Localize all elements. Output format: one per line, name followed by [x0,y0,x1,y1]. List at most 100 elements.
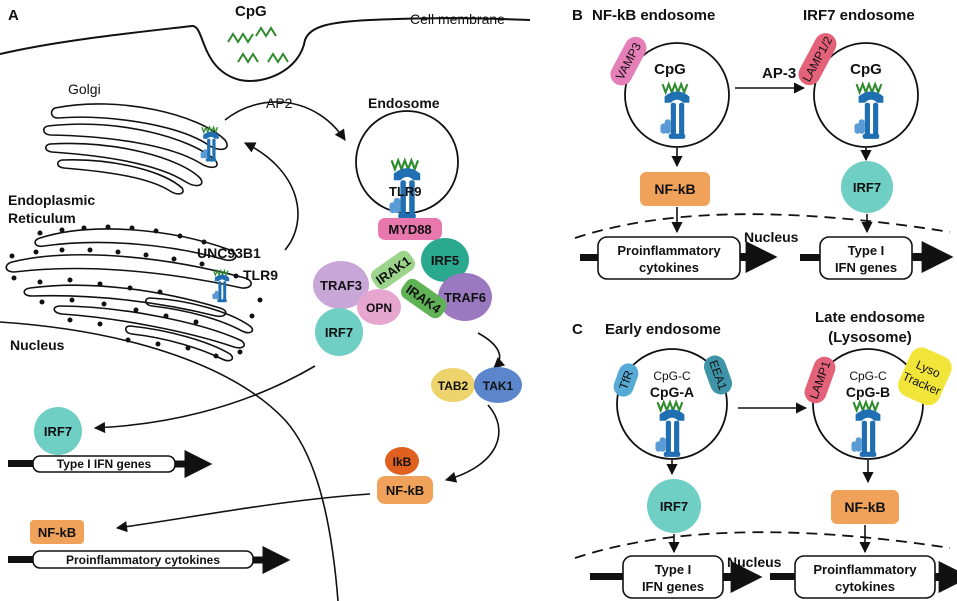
nfkb-box [377,476,433,504]
c-irf7-label: IRF7 [660,499,688,514]
opn-label: OPN [366,301,392,315]
cpg-label: CpG [235,3,267,20]
early-endosome [616,348,728,460]
unc93b1-label: UNC93B1 [197,245,261,261]
irf7-out-label: IRF7 [44,424,72,439]
cpgc-left-label: CpG-C [653,369,691,383]
nfkb-endosome [624,42,730,148]
irf7-node [315,308,363,356]
b-nfkb-label: NF-kB [654,181,695,197]
b-nucleus-label: Nucleus [744,229,799,245]
lysotracker-pill [898,347,952,406]
nfkb-endosome-title: NF-kB endosome [592,7,715,24]
irf7-endosome [813,42,919,148]
pro-gene-label: Proinflammatory cytokines [66,553,220,567]
ifn-gene-bar [8,460,36,467]
irak1-box [370,250,416,290]
traf3-label: TRAF3 [320,278,362,293]
irf5-label: IRF5 [431,253,459,268]
c-nucleus-label: Nucleus [727,554,782,570]
nfkb-label: NF-kB [386,483,424,498]
irf5-node [421,238,469,282]
c-nuclear-envelope [574,531,951,559]
b-ifn-label-2: IFN genes [835,260,897,275]
nfkb-translocation-arrow [115,493,371,533]
panel-a-label: A [8,7,19,24]
endosome-label: Endosome [368,95,440,111]
tlr9-endosome-label: TLR9 [389,184,422,199]
opn-node [357,289,401,325]
er-label-1: Endoplasmic [8,192,95,208]
nucleus-label: Nucleus [10,337,65,353]
c-pro-bar [770,573,798,580]
c-ifn-bar [590,573,626,580]
tfr-pill [613,363,639,397]
endoplasmic-reticulum [5,228,254,362]
myd88-box [378,218,442,240]
b-irf7-label: IRF7 [853,180,881,195]
b-pro-bar [580,254,602,261]
irak4-box [400,278,447,319]
ikb-node [385,447,419,475]
traf6-label: TRAF6 [444,290,486,305]
lamp1-pill [804,356,836,404]
early-endosome-title: Early endosome [605,321,721,338]
late-endosome-title-2: (Lysosome) [828,329,912,346]
b-pro-label-2: cytokines [639,260,699,275]
pro-gene-bar [8,556,36,563]
tak1-node [474,367,522,403]
ap3-label: AP-3 [762,65,796,82]
eea1-pill [703,355,733,395]
cpg-right-label: CpG [850,61,882,78]
b-ifn-bar [800,254,824,261]
cell-membrane-label: Cell membrane [410,11,505,27]
b-pro-label-1: Proinflammatory [617,243,721,258]
c-pro-label-1: Proinflammatory [813,562,917,577]
nfkb-out-box [30,520,84,544]
golgi [42,103,228,195]
cpgc-right-label: CpG-C [849,369,887,383]
ifn-gene-label: Type I IFN genes [57,457,152,471]
cpga-label: CpG-A [650,384,694,400]
ikb-label: IkB [393,455,412,469]
traf6-to-tak1-arrow [477,332,506,369]
endosome [355,110,459,214]
c-ifn-label-1: Type I [655,562,692,577]
tak1-label: TAK1 [483,379,514,393]
ap2-arrow [224,101,346,141]
tfr-label: TfR [616,368,636,391]
b-nfkb-box [640,172,710,206]
traf3-node [313,261,369,309]
tab2-label: TAB2 [438,379,469,393]
tak1-to-nfkb-arrow [444,404,500,483]
irf7-out-node [34,407,82,455]
irf7-endosome-title: IRF7 endosome [803,7,915,24]
b-nuclear-envelope [574,213,951,239]
b-ifn-label-1: Type I [848,243,885,258]
nfkb-out-label: NF-kB [38,525,76,540]
late-endosome-title-1: Late endosome [815,309,925,326]
cpg-strands [227,26,289,64]
tab2-node [431,368,475,402]
golgi-label: Golgi [68,81,101,97]
c-ifn-label-2: IFN genes [642,579,704,594]
er-to-golgi-arrow [243,142,299,251]
c-nfkb-label: NF-kB [844,499,885,515]
c-nfkb-box [831,490,899,524]
er-label-2: Reticulum [8,210,76,226]
irf7-label: IRF7 [325,325,353,340]
irf7-translocation-arrow [93,365,316,434]
lamp12-pill [798,33,837,86]
ap2-label: AP2 [266,95,293,111]
cell-membrane [0,17,531,82]
panel-c-label: C [572,321,583,338]
b-irf7-node [841,161,893,213]
tlr9-er-label: TLR9 [243,267,278,283]
cpgb-label: CpG-B [846,384,890,400]
traf6-node [438,273,492,321]
c-pro-label-2: cytokines [835,579,895,594]
myd88-label: MYD88 [388,222,431,237]
c-irf7-node [647,479,701,533]
